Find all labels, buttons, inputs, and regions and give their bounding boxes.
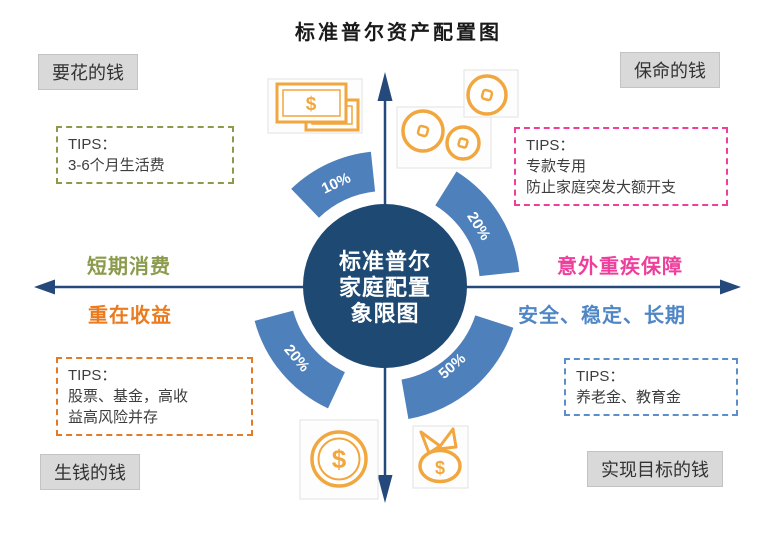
- tips-box-top-left: TIPS： 3-6个月生活费: [56, 126, 234, 184]
- tips-line: TIPS：: [68, 367, 117, 384]
- tips-box-bottom-right: TIPS： 养老金、教育金: [564, 358, 738, 416]
- segment-arc-bottom-right: [401, 315, 514, 419]
- tips-line: 股票、基金，高收: [68, 388, 189, 405]
- axis-label-right-below: 安全、稳定、长期: [518, 305, 686, 327]
- h-axis-right-arrow-icon: [720, 279, 741, 295]
- corner-label-top-right: 保命的钱: [620, 52, 720, 88]
- tips-line: 益高风险并存: [68, 409, 159, 426]
- corner-label-bottom-left: 生钱的钱: [40, 454, 140, 490]
- v-axis-up-arrow-icon: [377, 72, 393, 101]
- segment-arc-bottom-left: [254, 310, 345, 409]
- axis-label-right-above: 意外重疾保障: [557, 256, 683, 278]
- v-axis-down-arrow-icon: [377, 475, 393, 503]
- allocation-arcs: [254, 151, 520, 419]
- corner-label-top-left: 要花的钱: [38, 54, 138, 90]
- center-circle-title-line1: 标准普尔: [339, 249, 431, 274]
- center-circle-title-line3: 象限图: [350, 301, 419, 326]
- center-circle-title-line2: 家庭配置: [339, 275, 431, 300]
- page-title: 标准普尔资产配置图: [295, 22, 502, 44]
- tips-line: TIPS：: [526, 137, 575, 154]
- tips-line: 防止家庭突发大额开支: [526, 179, 677, 196]
- coin-dollar-glyph: $: [332, 444, 347, 474]
- tips-line: TIPS：: [576, 368, 625, 385]
- banknotes-icon: $ $: [267, 78, 363, 134]
- tips-line: 3-6个月生活费: [68, 157, 165, 174]
- axis-label-left-above: 短期消费: [87, 256, 171, 278]
- axis-label-left-below: 重在收益: [88, 305, 172, 327]
- dollar-coin-icon: $: [299, 419, 379, 500]
- segment-arc-top-left: [291, 151, 376, 218]
- tips-line: TIPS：: [68, 136, 117, 153]
- tips-box-bottom-left: TIPS： 股票、基金，高收 益高风险并存: [56, 357, 253, 436]
- segment-arc-top-right: [435, 171, 520, 277]
- bag-dollar-glyph: $: [435, 458, 445, 478]
- center-circle: 标准普尔 家庭配置 象限图: [303, 204, 467, 368]
- money-bag-icon: $: [412, 425, 469, 489]
- coins-icon: [396, 69, 519, 169]
- tips-line: 养老金、教育金: [576, 389, 682, 406]
- banknote-dollar-glyph: $: [306, 94, 317, 115]
- tips-line: 专款专用: [526, 158, 587, 175]
- corner-label-bottom-right: 实现目标的钱: [587, 451, 723, 487]
- h-axis-left-arrow-icon: [34, 279, 55, 295]
- tips-box-top-right: TIPS： 专款专用 防止家庭突发大额开支: [514, 127, 728, 206]
